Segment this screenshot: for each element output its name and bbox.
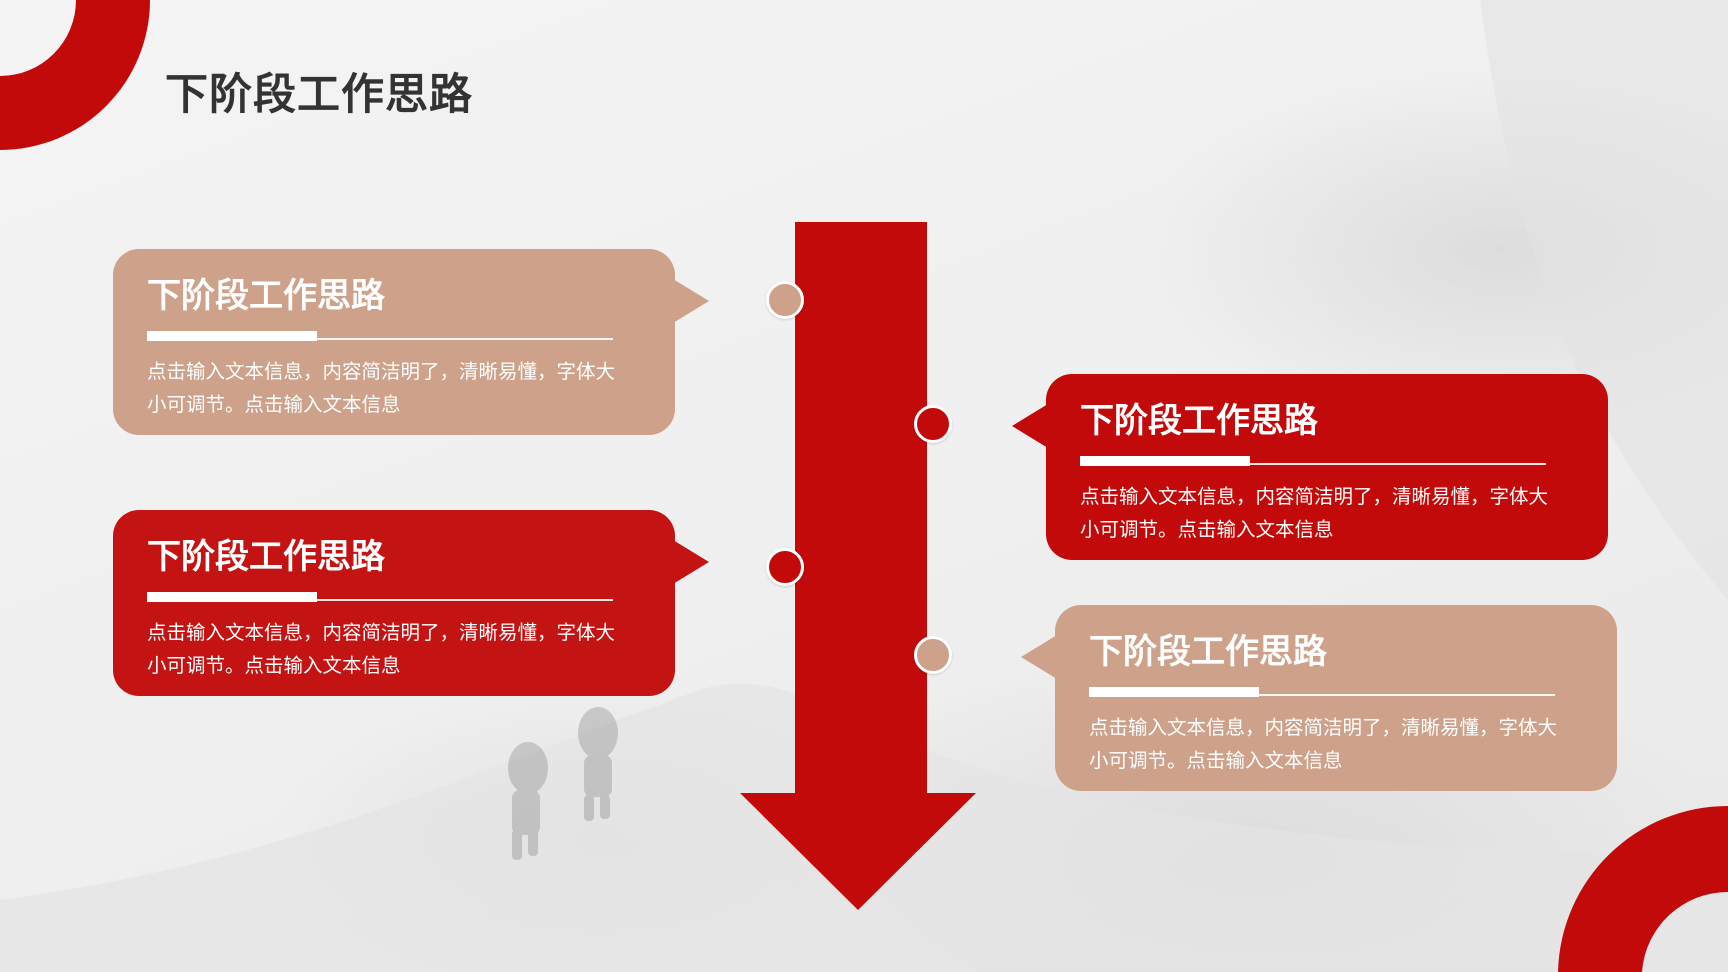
card-body-text: 点击输入文本信息，内容简洁明了，清晰易懂，字体大小可调节。点击输入文本信息	[1080, 485, 1549, 541]
card-pointer	[673, 540, 709, 584]
card-4: 下阶段工作思路 点击输入文本信息，内容简洁明了，清晰易懂，字体大小可调节。点击输…	[1021, 605, 1617, 791]
card-divider	[1089, 687, 1555, 697]
card-body-text: 点击输入文本信息，内容简洁明了，清晰易懂，字体大小可调节。点击输入文本信息	[1089, 716, 1558, 772]
card-divider	[147, 592, 613, 602]
page-title: 下阶段工作思路	[165, 70, 473, 120]
card-body-text: 点击输入文本信息，内容简洁明了，清晰易懂，字体大小可调节。点击输入文本信息	[147, 621, 616, 677]
card-divider	[147, 331, 613, 341]
timeline-dot-2	[914, 405, 952, 443]
card-title: 下阶段工作思路	[1089, 632, 1327, 672]
card-3: 下阶段工作思路 点击输入文本信息，内容简洁明了，清晰易懂，字体大小可调节。点击输…	[1012, 374, 1608, 560]
timeline-dot-3	[766, 548, 804, 586]
card-title: 下阶段工作思路	[1080, 401, 1318, 441]
climbers-silhouette	[508, 707, 618, 860]
card-body-text: 点击输入文本信息，内容简洁明了，清晰易懂，字体大小可调节。点击输入文本信息	[147, 360, 616, 416]
corner-ring-bottom-right	[1558, 806, 1728, 972]
timeline-dot-4	[914, 636, 952, 674]
card-title: 下阶段工作思路	[147, 276, 385, 316]
card-divider	[1080, 456, 1546, 466]
corner-ring-top-left	[0, 0, 150, 150]
card-title: 下阶段工作思路	[147, 537, 385, 577]
card-pointer	[673, 279, 709, 323]
timeline-dot-1	[766, 281, 804, 319]
card-pointer	[1012, 404, 1048, 448]
down-arrow-icon	[740, 222, 976, 910]
card-2: 下阶段工作思路 点击输入文本信息，内容简洁明了，清晰易懂，字体大小可调节。点击输…	[113, 510, 709, 696]
card-1: 下阶段工作思路 点击输入文本信息，内容简洁明了，清晰易懂，字体大小可调节。点击输…	[113, 249, 709, 435]
card-pointer	[1021, 635, 1057, 679]
